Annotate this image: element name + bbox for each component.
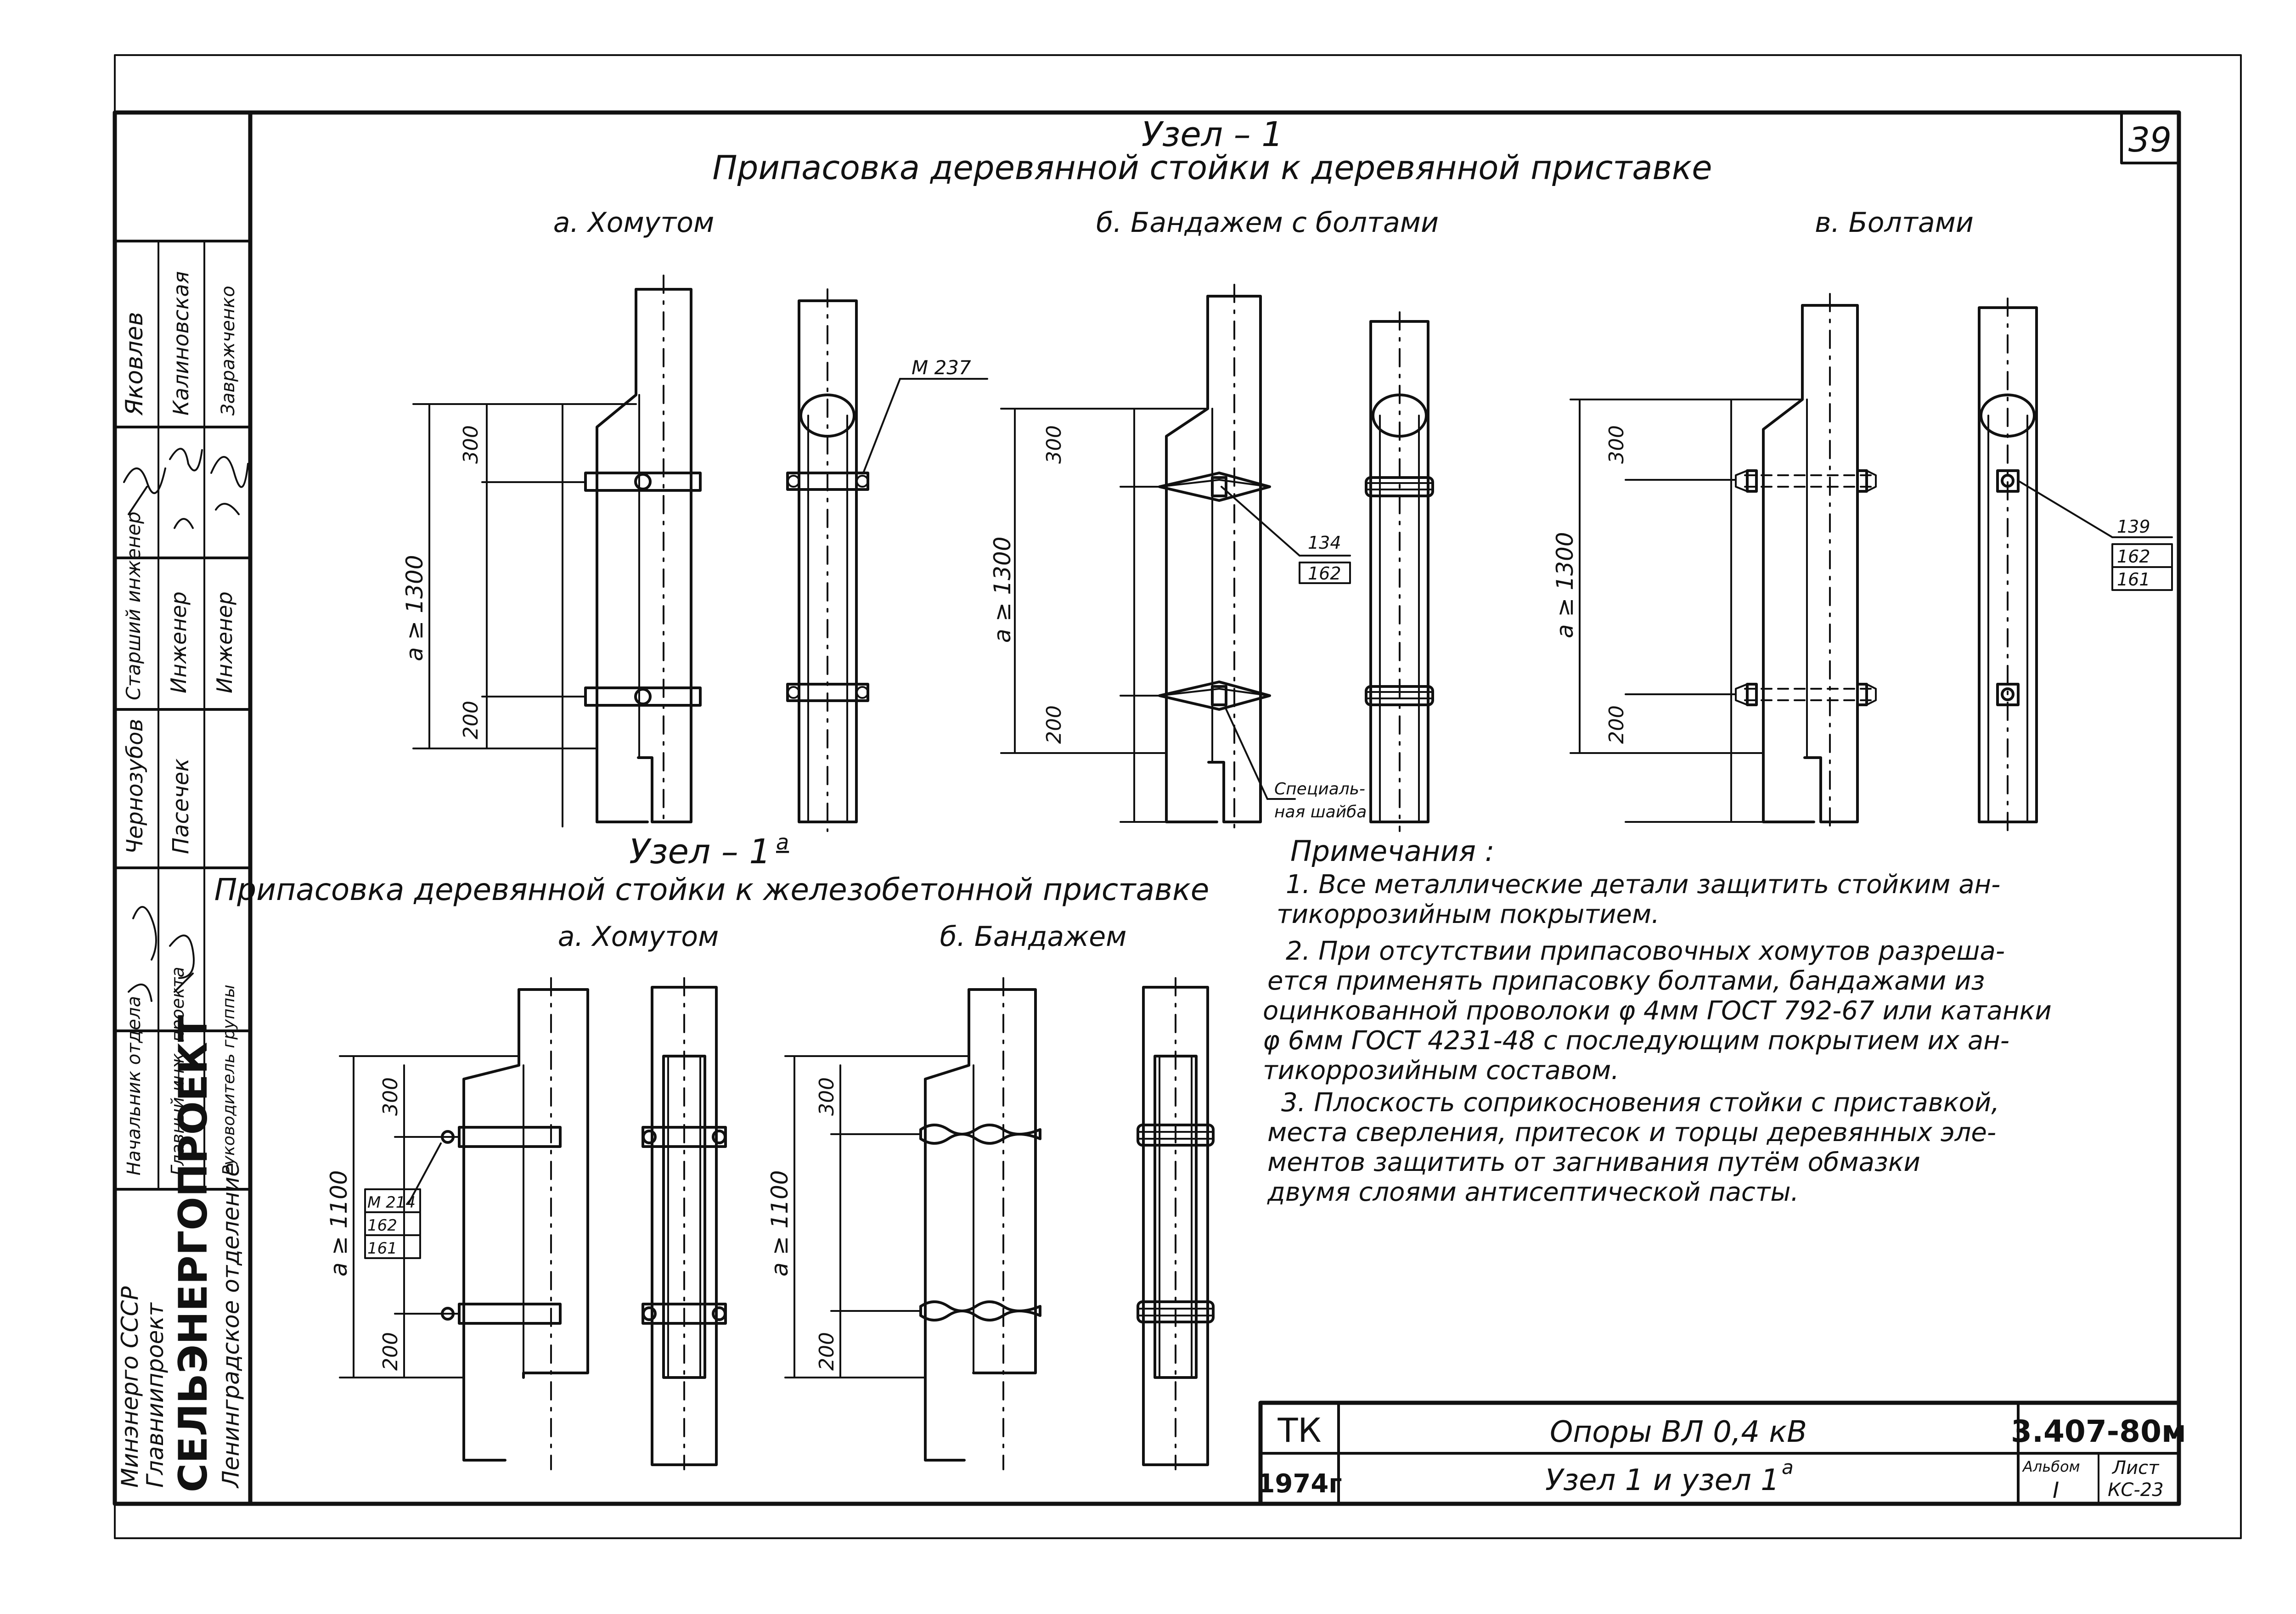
- node1-variant-v: в. Болтами: [1815, 207, 1974, 239]
- notes-line-9: места сверления, притесок и торцы деревя…: [1267, 1118, 1996, 1147]
- n1aa-dim-200: 200: [379, 1332, 402, 1371]
- notes-line-11: двумя слоями антисептической пасты.: [1267, 1177, 1799, 1207]
- tb-tk: ТК: [1277, 1411, 1321, 1450]
- notes-line-7: тикоррозийным составом.: [1263, 1056, 1619, 1085]
- n1aa-side: M 214 162 161 300 200 a ≥ 1100: [326, 977, 589, 1470]
- stamp-org-dept: Ленинградское отделение: [218, 1163, 244, 1489]
- n1b-dim-a: a ≥ 1300: [989, 536, 1016, 643]
- n1v-ref-161: 161: [2117, 569, 2150, 590]
- n1b-dim-300: 300: [1042, 425, 1066, 464]
- n1b-front: [1365, 311, 1434, 832]
- stamp-name-1: Чернозубов: [122, 719, 148, 854]
- node1-variant-a: а. Хомутом: [553, 207, 714, 239]
- n1ab-side: 300 200 a ≥ 1100: [766, 977, 1041, 1470]
- n1v-ref-162: 162: [2117, 546, 2150, 567]
- n1aa-dim-300: 300: [379, 1077, 402, 1116]
- title-block: ТК 1974г Опоры ВЛ 0,4 кВ Узел 1 и узел 1…: [1257, 1400, 2186, 1506]
- n1v-dim-300: 300: [1605, 425, 1628, 464]
- n1a-dim-200: 200: [459, 701, 483, 739]
- n1b-washer-2: ная шайба: [1274, 803, 1367, 821]
- notes-line-4: ется применять припасовку болтами, банда…: [1267, 966, 1985, 996]
- tb-album-value: I: [2053, 1478, 2059, 1503]
- node1a-title-sup: а: [776, 830, 789, 855]
- stamp-role-2: Главный инж. проекта: [168, 967, 188, 1175]
- notes-line-6: φ 6мм ГОСТ 4231-48 с последующим покрыти…: [1263, 1026, 2009, 1056]
- n1ab-dim-200: 200: [815, 1332, 838, 1371]
- n1aa-front: [642, 977, 727, 1470]
- n1a-dim-300: 300: [459, 425, 483, 464]
- n1b-side: 134 162 Специаль- ная шайба 300 200 a ≥ …: [989, 284, 1367, 832]
- n1ab-front: [1137, 977, 1215, 1470]
- tb-sheet-title-sup: а: [1782, 1456, 1794, 1479]
- n1aa-ref-162: 162: [367, 1216, 397, 1235]
- stamp-role-3: Руководитель группы: [219, 984, 238, 1175]
- n1v-ref-139: 139: [2117, 517, 2150, 537]
- side-stamp: Минэнерго СССР Главниипроект СЕЛЬЭНЕРГОП…: [113, 240, 252, 1492]
- n1b-ref-162: 162: [1308, 563, 1341, 584]
- signature-4: [128, 906, 157, 1002]
- tb-code: 3.407-80м: [2011, 1414, 2186, 1449]
- n1v-front: 139 162 161: [1978, 298, 2173, 832]
- node1a-titles: Узел – 1 а Припасовка деревянной стойки …: [214, 830, 1210, 953]
- notes-line-3: 2. При отсутствии припасовочных хомутов …: [1286, 936, 2005, 966]
- node1-title: Узел – 1: [1142, 115, 1283, 154]
- n1a-dim-a: a ≥ 1300: [401, 555, 428, 661]
- n1b-washer-1: Специаль-: [1274, 780, 1365, 799]
- notes-line-5: оцинкованной проволоки φ 4мм ГОСТ 792-67…: [1263, 996, 2052, 1026]
- n1aa-ref-161: 161: [367, 1239, 397, 1258]
- notes-block: Примечания : 1. Все металлические детали…: [1263, 834, 2052, 1207]
- sheet-number-box: 39: [2120, 111, 2180, 164]
- node1-titles: Узел – 1 Припасовка деревянной стойки к …: [553, 115, 1974, 239]
- n1v-side: 300 200 a ≥ 1300: [1552, 293, 1877, 832]
- n1ab-dim-a: a ≥ 1100: [766, 1170, 793, 1277]
- signature-5: [169, 934, 195, 993]
- tb-sheet-title: Узел 1 и узел 1: [1545, 1463, 1779, 1497]
- tb-list-label: Лист: [2111, 1457, 2160, 1479]
- n1v-dim-a: a ≥ 1300: [1552, 532, 1578, 638]
- notes-heading: Примечания :: [1290, 834, 1495, 868]
- n1a-front: M 237: [786, 288, 988, 832]
- notes-line-1: 1. Все металлические детали защитить сто…: [1286, 870, 2000, 900]
- node1-subtitle: Припасовка деревянной стойки к деревянно…: [712, 148, 1712, 187]
- tb-year: 1974г: [1257, 1469, 1342, 1499]
- n1aa-dim-a: a ≥ 1100: [326, 1170, 352, 1277]
- n1ab-dim-300: 300: [815, 1077, 838, 1116]
- notes-line-10: ментов защитить от загнивания путём обма…: [1267, 1147, 1920, 1177]
- signature-2: [169, 448, 203, 529]
- tb-album-label: Альбом: [2022, 1458, 2080, 1475]
- n1v-dim-200: 200: [1605, 705, 1628, 744]
- n1b-dim-200: 200: [1042, 705, 1066, 744]
- stamp-role-5: Инженер: [166, 591, 191, 693]
- n1a-ref-m237: M 237: [912, 356, 971, 379]
- node1-variant-b: б. Бандажем с болтами: [1096, 207, 1439, 239]
- stamp-org-line-1: Минэнерго СССР: [117, 1286, 143, 1488]
- n1b-ref-134: 134: [1308, 533, 1341, 553]
- stamp-role-6: Инженер: [212, 591, 237, 693]
- node1a-variant-b: б. Бандажем: [940, 921, 1127, 953]
- stamp-name-5: Завражченко: [218, 286, 239, 416]
- notes-line-2: тикоррозийным покрытием.: [1277, 900, 1660, 929]
- tb-project: Опоры ВЛ 0,4 кВ: [1550, 1415, 1807, 1449]
- stamp-role-1: Начальник отдела: [124, 996, 145, 1175]
- stamp-org-line-2: Главниипроект: [142, 1302, 169, 1488]
- stamp-name-4: Калиновская: [169, 271, 193, 416]
- stamp-name-2: Пасечек: [168, 759, 194, 854]
- stamp-name-3: Яковлев: [121, 312, 148, 416]
- sheet-number: 39: [2128, 120, 2172, 160]
- n1aa-ref-m214: M 214: [367, 1193, 416, 1212]
- sheet-frame: [113, 54, 2242, 1539]
- stamp-org-big: СЕЛЬЭНЕРГОПРОЕКТ: [170, 1015, 216, 1492]
- signature-1: [123, 467, 166, 515]
- signature-3: [210, 456, 249, 515]
- node1a-subtitle: Припасовка деревянной стойки к железобет…: [214, 872, 1210, 907]
- tb-list-value: КС-23: [2108, 1479, 2164, 1501]
- stamp-role-4: Старший инженер: [122, 512, 145, 700]
- node1a-title: Узел – 1: [629, 832, 771, 872]
- notes-line-8: 3. Плоскость соприкосновения стойки с пр…: [1281, 1088, 1999, 1118]
- n1a-side: 300 200 a ≥ 1300: [401, 275, 702, 827]
- node1a-variant-a: а. Хомутом: [558, 921, 719, 953]
